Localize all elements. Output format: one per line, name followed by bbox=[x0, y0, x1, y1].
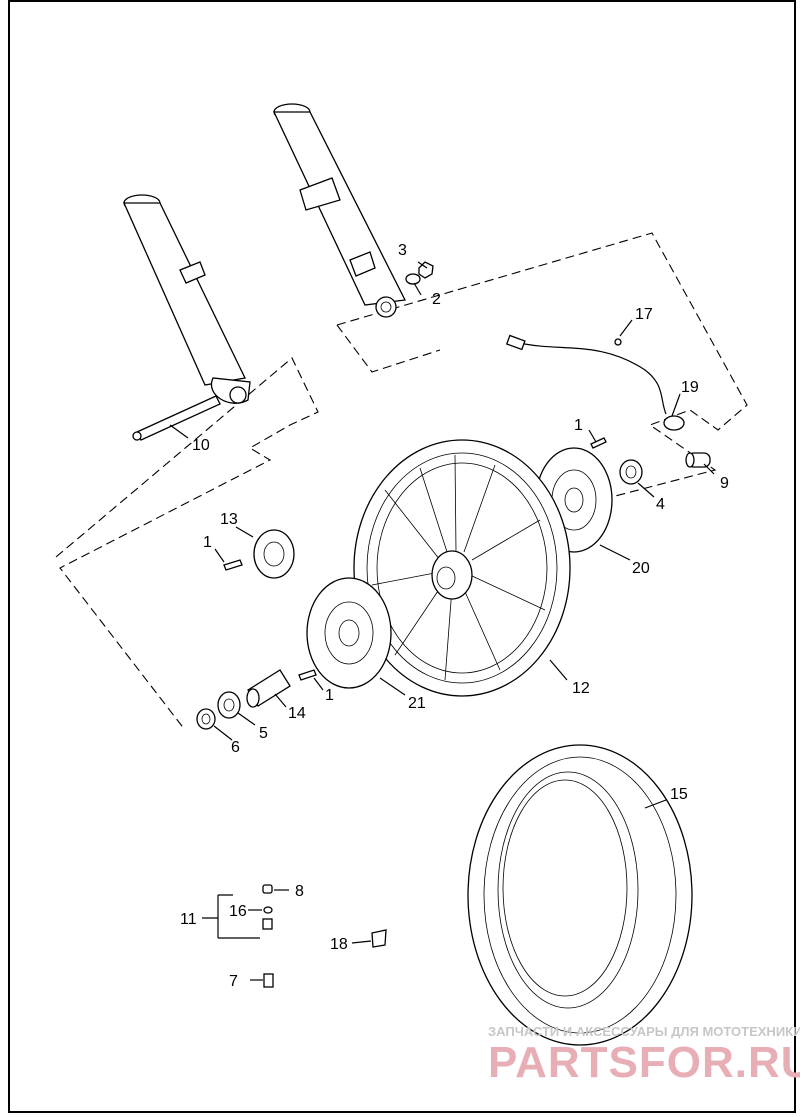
fork-slider-right bbox=[272, 103, 406, 318]
balance-weight bbox=[371, 929, 387, 948]
callout-4: 4 bbox=[656, 496, 665, 513]
callout-18: 18 bbox=[330, 936, 348, 953]
cast-wheel bbox=[353, 439, 571, 697]
valve-stem bbox=[263, 973, 274, 988]
watermark-brand: PARTSFOR.RU bbox=[488, 1038, 800, 1087]
kit-bracket bbox=[202, 894, 260, 939]
callout-1-lower: 1 bbox=[325, 687, 334, 704]
callout-16: 16 bbox=[229, 903, 247, 920]
axle bbox=[132, 395, 221, 441]
callout-8: 8 bbox=[295, 883, 304, 900]
bearing-left bbox=[217, 691, 241, 719]
callout-7: 7 bbox=[229, 973, 238, 990]
callout-2: 2 bbox=[432, 291, 441, 308]
group-outline-right bbox=[336, 232, 748, 521]
rotor-bolt-right bbox=[590, 437, 607, 449]
seal bbox=[196, 708, 216, 730]
brake-rotor-left bbox=[306, 577, 392, 689]
fork-slider-left bbox=[122, 194, 251, 404]
watermark-tagline: ЗАПЧАСТИ И АКСЕССУАРЫ ДЛЯ МОТОТЕХНИКИ bbox=[488, 1024, 800, 1039]
nut bbox=[418, 261, 434, 279]
callout-1-top: 1 bbox=[574, 417, 583, 434]
valve-cap bbox=[262, 884, 273, 894]
callout-11: 11 bbox=[180, 911, 197, 928]
callout-12: 12 bbox=[572, 680, 590, 697]
rotor-bolt-lower bbox=[298, 669, 317, 681]
callout-10: 10 bbox=[192, 437, 210, 454]
callout-9: 9 bbox=[720, 475, 729, 492]
abs-ring bbox=[253, 529, 295, 579]
spacer bbox=[685, 452, 711, 468]
spacer-sleeve bbox=[246, 669, 291, 708]
callout-3: 3 bbox=[398, 242, 407, 259]
rotor-bolt-left bbox=[223, 559, 243, 571]
tire bbox=[467, 744, 693, 1046]
callout-6: 6 bbox=[231, 739, 240, 756]
callout-13: 13 bbox=[220, 511, 238, 528]
valve-core bbox=[262, 906, 273, 930]
callout-15: 15 bbox=[670, 786, 688, 803]
leader-lines bbox=[169, 261, 715, 981]
group-outline-right-lower bbox=[336, 324, 441, 373]
callout-21: 21 bbox=[408, 695, 426, 712]
callout-17: 17 bbox=[635, 306, 653, 323]
speed-sensor bbox=[505, 334, 685, 431]
callout-20: 20 bbox=[632, 560, 650, 577]
bearing-right bbox=[619, 459, 643, 485]
callout-14: 14 bbox=[288, 705, 306, 722]
washer bbox=[405, 273, 421, 285]
group-outline-left bbox=[55, 357, 319, 731]
callout-5: 5 bbox=[259, 725, 268, 742]
callout-19: 19 bbox=[681, 379, 699, 396]
callout-1-left: 1 bbox=[203, 534, 212, 551]
